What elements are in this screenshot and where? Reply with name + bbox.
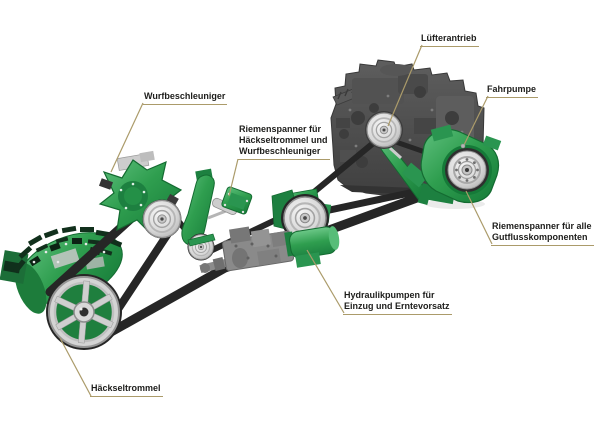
label-haeckseltrommel: Häckseltrommel (90, 383, 163, 397)
leader-anchor-dot (460, 143, 466, 149)
leader-wurfbeschleuniger (110, 102, 144, 173)
engine-block (330, 59, 485, 199)
leader-luefterantrieb (387, 44, 423, 127)
leader-fahrpumpe (462, 95, 489, 148)
label-fahrpumpe: Fahrpumpe (486, 84, 539, 98)
drive-pump (417, 124, 502, 209)
hydraulic-pumps (199, 226, 340, 274)
crop-accelerator (98, 150, 183, 239)
label-luefterantrieb: Lüfterantrieb (420, 33, 479, 47)
label-riemenspanner-drum: Riemenspanner für Häckseltrommel und Wur… (238, 124, 330, 160)
chopping-drum-pulley (46, 274, 122, 350)
leader-haeckseltrommel (59, 337, 92, 397)
leader-riemenspanner-drum (228, 158, 239, 197)
drum-accelerator-tensioner (181, 168, 253, 261)
leader-lines (59, 44, 493, 397)
fan-drive-pulley (366, 112, 402, 148)
drive-pump-pulley (442, 145, 492, 195)
leader-hydraulikpumpen (306, 249, 345, 314)
label-wurfbeschleuniger: Wurfbeschleuniger (143, 91, 228, 105)
leader-riemenspanner-gutfluss (465, 190, 493, 245)
fan-drive (365, 111, 429, 200)
label-riemenspanner-gutfluss: Riemenspanner für alle Gutflusskomponent… (491, 221, 594, 246)
label-hydraulikpumpen: Hydraulikpumpen für Einzug und Erntevors… (343, 290, 452, 315)
